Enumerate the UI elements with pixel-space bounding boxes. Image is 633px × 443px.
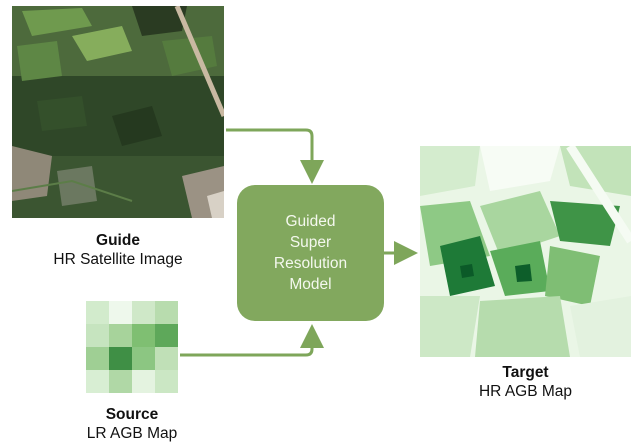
guide-caption: Guide HR Satellite Image xyxy=(12,231,224,269)
source-subtitle: LR AGB Map xyxy=(86,425,178,442)
target-title: Target xyxy=(502,364,549,381)
guide-subtitle: HR Satellite Image xyxy=(53,251,183,268)
guide-title: Guide xyxy=(96,232,140,249)
source-caption: Source LR AGB Map xyxy=(52,405,212,443)
guide-satellite-image xyxy=(12,6,224,218)
target-caption: Target HR AGB Map xyxy=(420,363,631,401)
target-hr-agb-map xyxy=(420,146,631,357)
source-title: Source xyxy=(105,406,159,423)
source-lr-agb-map xyxy=(86,301,178,393)
target-subtitle: HR AGB Map xyxy=(478,383,573,400)
guide-to-model-arrow xyxy=(226,128,324,184)
model-label: Guided Super Resolution Model xyxy=(273,213,348,293)
source-to-model-arrow xyxy=(180,324,324,357)
guided-super-resolution-model-box: Guided Super Resolution Model xyxy=(237,185,384,321)
